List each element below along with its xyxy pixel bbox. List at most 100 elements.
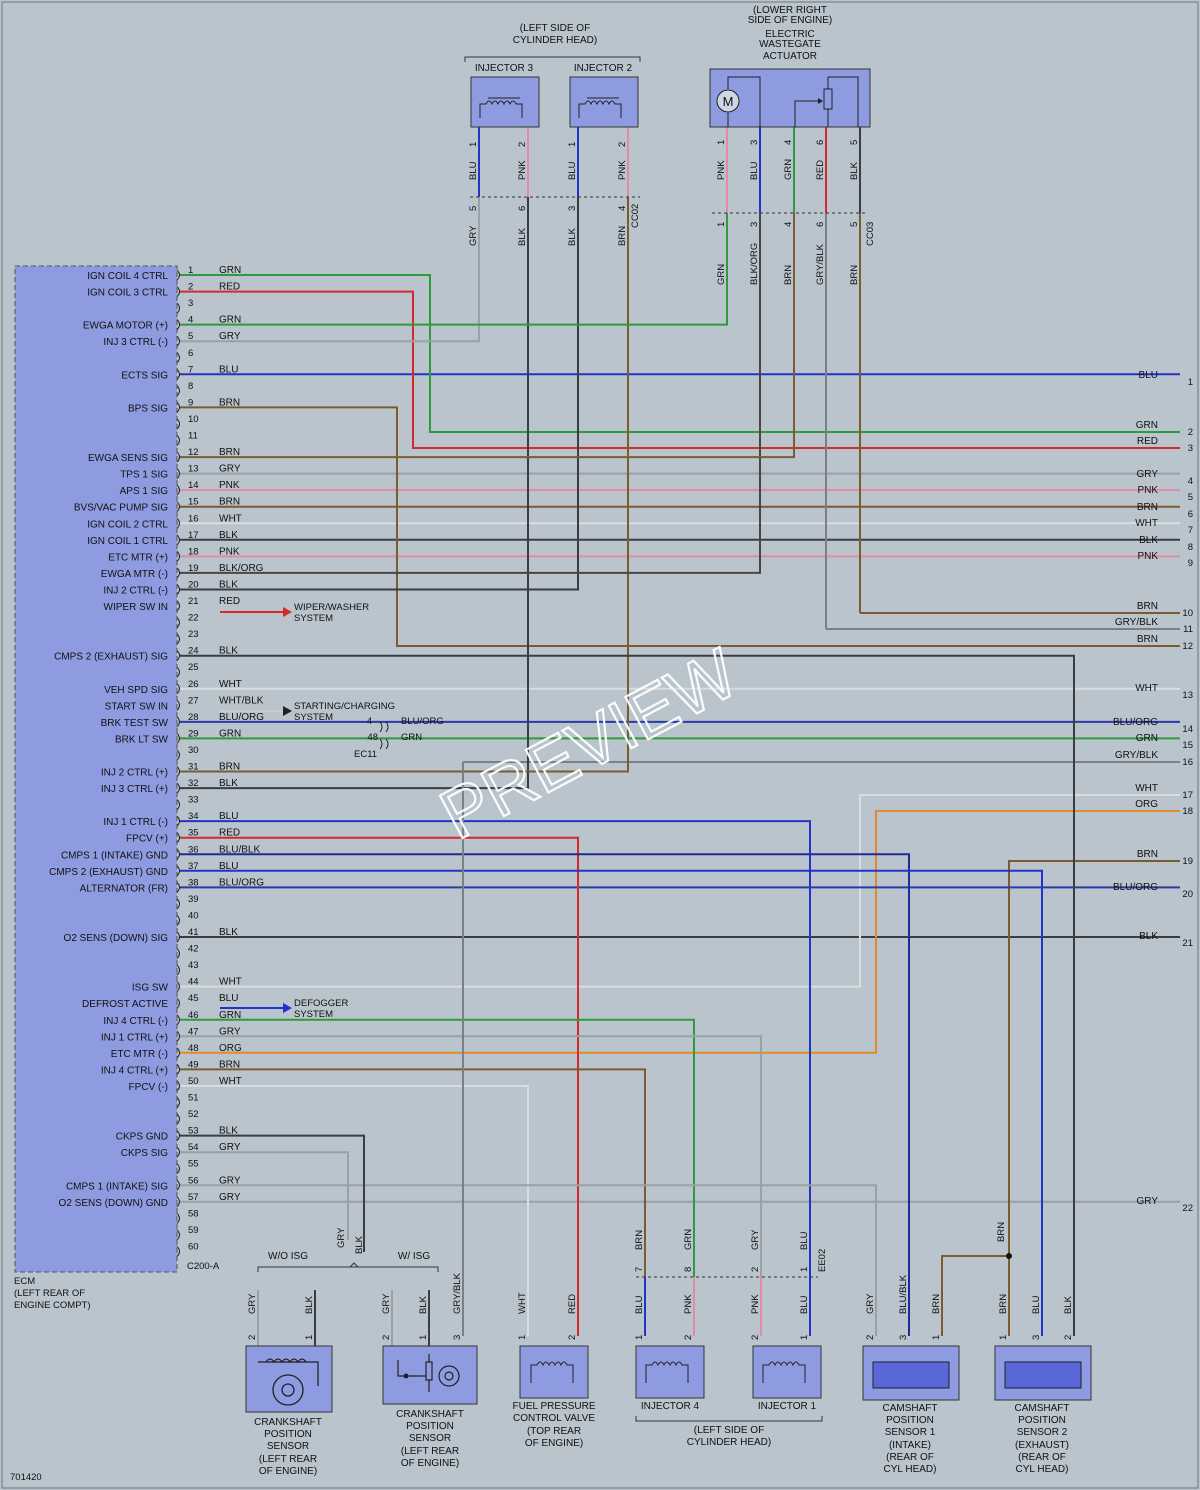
- exit-wire-color: BRN: [1137, 849, 1158, 860]
- signal-label: BRK LT SW: [115, 734, 169, 745]
- pin-number: 53: [188, 1126, 199, 1137]
- crankshaft-sensor-icon: [258, 1358, 319, 1406]
- harness-wire-color: BLK: [517, 227, 528, 246]
- signal-label: ETC MTR (-): [111, 1049, 168, 1060]
- exit-number: 15: [1182, 740, 1193, 751]
- svg-text:SENSOR 1: SENSOR 1: [885, 1427, 936, 1438]
- svg-text:POSITION: POSITION: [1018, 1415, 1066, 1426]
- signal-label: O2 SENS (DOWN) SIG: [64, 933, 169, 944]
- signal-label: IGN COIL 1 CTRL: [87, 536, 168, 547]
- comp-pin: 2: [1063, 1335, 1074, 1340]
- injector4-label: INJECTOR 4: [641, 1401, 700, 1412]
- wire-color-label: GRN: [219, 728, 241, 739]
- comp-wire-color: WHT: [517, 1292, 528, 1314]
- svg-text:BLU/ORG: BLU/ORG: [401, 716, 444, 727]
- comp-wire-color: RED: [815, 160, 826, 180]
- exit-wire-color: GRY/BLK: [1115, 617, 1158, 628]
- wire-color-label: PNK: [219, 480, 240, 491]
- wire-color-label: BLK: [219, 1126, 238, 1137]
- comp-pin: 3: [749, 140, 760, 145]
- svg-text:POSITION: POSITION: [406, 1421, 454, 1432]
- signal-label: ISG SW: [132, 983, 169, 994]
- pin-number: 10: [188, 414, 199, 425]
- pin-number: 37: [188, 861, 199, 872]
- pin-number: 55: [188, 1159, 199, 1170]
- pin-number: 49: [188, 1059, 199, 1070]
- wire-pin47: [180, 1035, 762, 1277]
- wire-color-label: BLU/ORG: [219, 712, 264, 723]
- cc03-label: CC03: [865, 222, 876, 246]
- wire-color-label: BLK: [219, 927, 238, 938]
- ecm-pin: 42: [176, 944, 199, 959]
- bottom-wire-labels: 2GRY1BLK2GRY1BLK3GRY/BLK1WHT2RED7BRN8GRN…: [247, 1229, 1074, 1340]
- svg-text:SENSOR: SENSOR: [267, 1441, 309, 1452]
- pin-number: 4: [188, 315, 193, 326]
- comp-pin: 1: [931, 1335, 942, 1340]
- exit-wire-color: ORG: [1135, 799, 1158, 810]
- ecm-pin: 52: [176, 1109, 199, 1125]
- signal-label: INJ 3 CTRL (+): [101, 784, 168, 795]
- wire-pin9: [180, 406, 1180, 647]
- harness-pin: 3: [567, 206, 578, 211]
- ecm-label: ECM (LEFT REAR OF ENGINE COMPT): [14, 1276, 91, 1311]
- svg-text:(LEFT SIDE OF: (LEFT SIDE OF: [520, 23, 590, 34]
- pin-number: 48: [188, 1043, 199, 1054]
- svg-text:SENSOR: SENSOR: [409, 1433, 451, 1444]
- signal-label: BRK TEST SW: [101, 718, 169, 729]
- comp-wire-color: BLK: [849, 161, 860, 180]
- wire-color-label: GRY: [219, 1175, 241, 1186]
- ecm-pin: 25: [176, 662, 199, 678]
- exit-number: 11: [1183, 624, 1193, 635]
- exit-wire-color: BLU/ORG: [1113, 717, 1158, 728]
- comp-wire-color: BLU: [567, 161, 578, 180]
- signal-label: IGN COIL 3 CTRL: [87, 288, 168, 299]
- svg-text:48: 48: [367, 732, 378, 743]
- exit-wire-color: GRN: [1136, 733, 1158, 744]
- signal-label: CKPS GND: [116, 1132, 168, 1143]
- splice-dot: [1006, 1253, 1012, 1259]
- signal-label: FPCV (+): [126, 834, 168, 845]
- exit-number: 14: [1182, 724, 1193, 735]
- exit-wire-color: GRY: [1137, 1196, 1159, 1207]
- arrow-icon: [818, 98, 823, 104]
- ckps-wo-isg-box: [245, 1345, 333, 1413]
- exit-number: 22: [1182, 1203, 1193, 1214]
- ecm-pin: 39: [176, 894, 199, 910]
- cc02-label: CC02: [630, 204, 641, 228]
- svg-text:CRANKSHAFT: CRANKSHAFT: [254, 1417, 322, 1428]
- svg-text:CYLINDER HEAD): CYLINDER HEAD): [513, 35, 597, 46]
- pin-number: 39: [188, 894, 199, 905]
- comp-wire-color: PNK: [750, 1294, 761, 1314]
- right-exit: 14 BLU/ORG: [1113, 717, 1193, 735]
- comp-pin: 2: [517, 142, 528, 147]
- wire-color-label: GRY: [219, 1142, 241, 1153]
- harness-pin: 5: [849, 222, 860, 227]
- pin-number: 25: [188, 662, 199, 673]
- svg-text:CYLINDER HEAD): CYLINDER HEAD): [687, 1437, 771, 1448]
- comp-pin: 6: [815, 140, 826, 145]
- ckps-label: CRANKSHAFT POSITION SENSOR (LEFT REAR OF…: [254, 1409, 464, 1477]
- exit-wire-color: WHT: [1135, 683, 1158, 694]
- right-exit: 11 GRY/BLK: [1115, 617, 1193, 635]
- svg-text:(LEFT REAR: (LEFT REAR: [401, 1446, 459, 1457]
- exit-number: 4: [1188, 476, 1193, 487]
- ckps-section: W/O ISG W/ ISG GRY BLK CRANKSHAFT POSITI…: [245, 1227, 478, 1477]
- svg-text:BLK: BLK: [354, 1235, 365, 1254]
- signal-label: BPS SIG: [128, 403, 168, 414]
- svg-text:(LEFT REAR: (LEFT REAR: [259, 1454, 317, 1465]
- svg-text:WASTEGATE: WASTEGATE: [759, 39, 821, 50]
- exit-number: 13: [1182, 690, 1193, 701]
- pin-number: 19: [188, 563, 199, 574]
- pin-number: 42: [188, 944, 199, 955]
- arrow-icon: [283, 607, 292, 617]
- lower-injectors: EE02 INJECTOR 4 INJECTOR 1 (LEFT SIDE OF…: [635, 1249, 828, 1448]
- harness-pin: 5: [468, 206, 479, 211]
- ee02-wire-color: BRN: [634, 1230, 645, 1250]
